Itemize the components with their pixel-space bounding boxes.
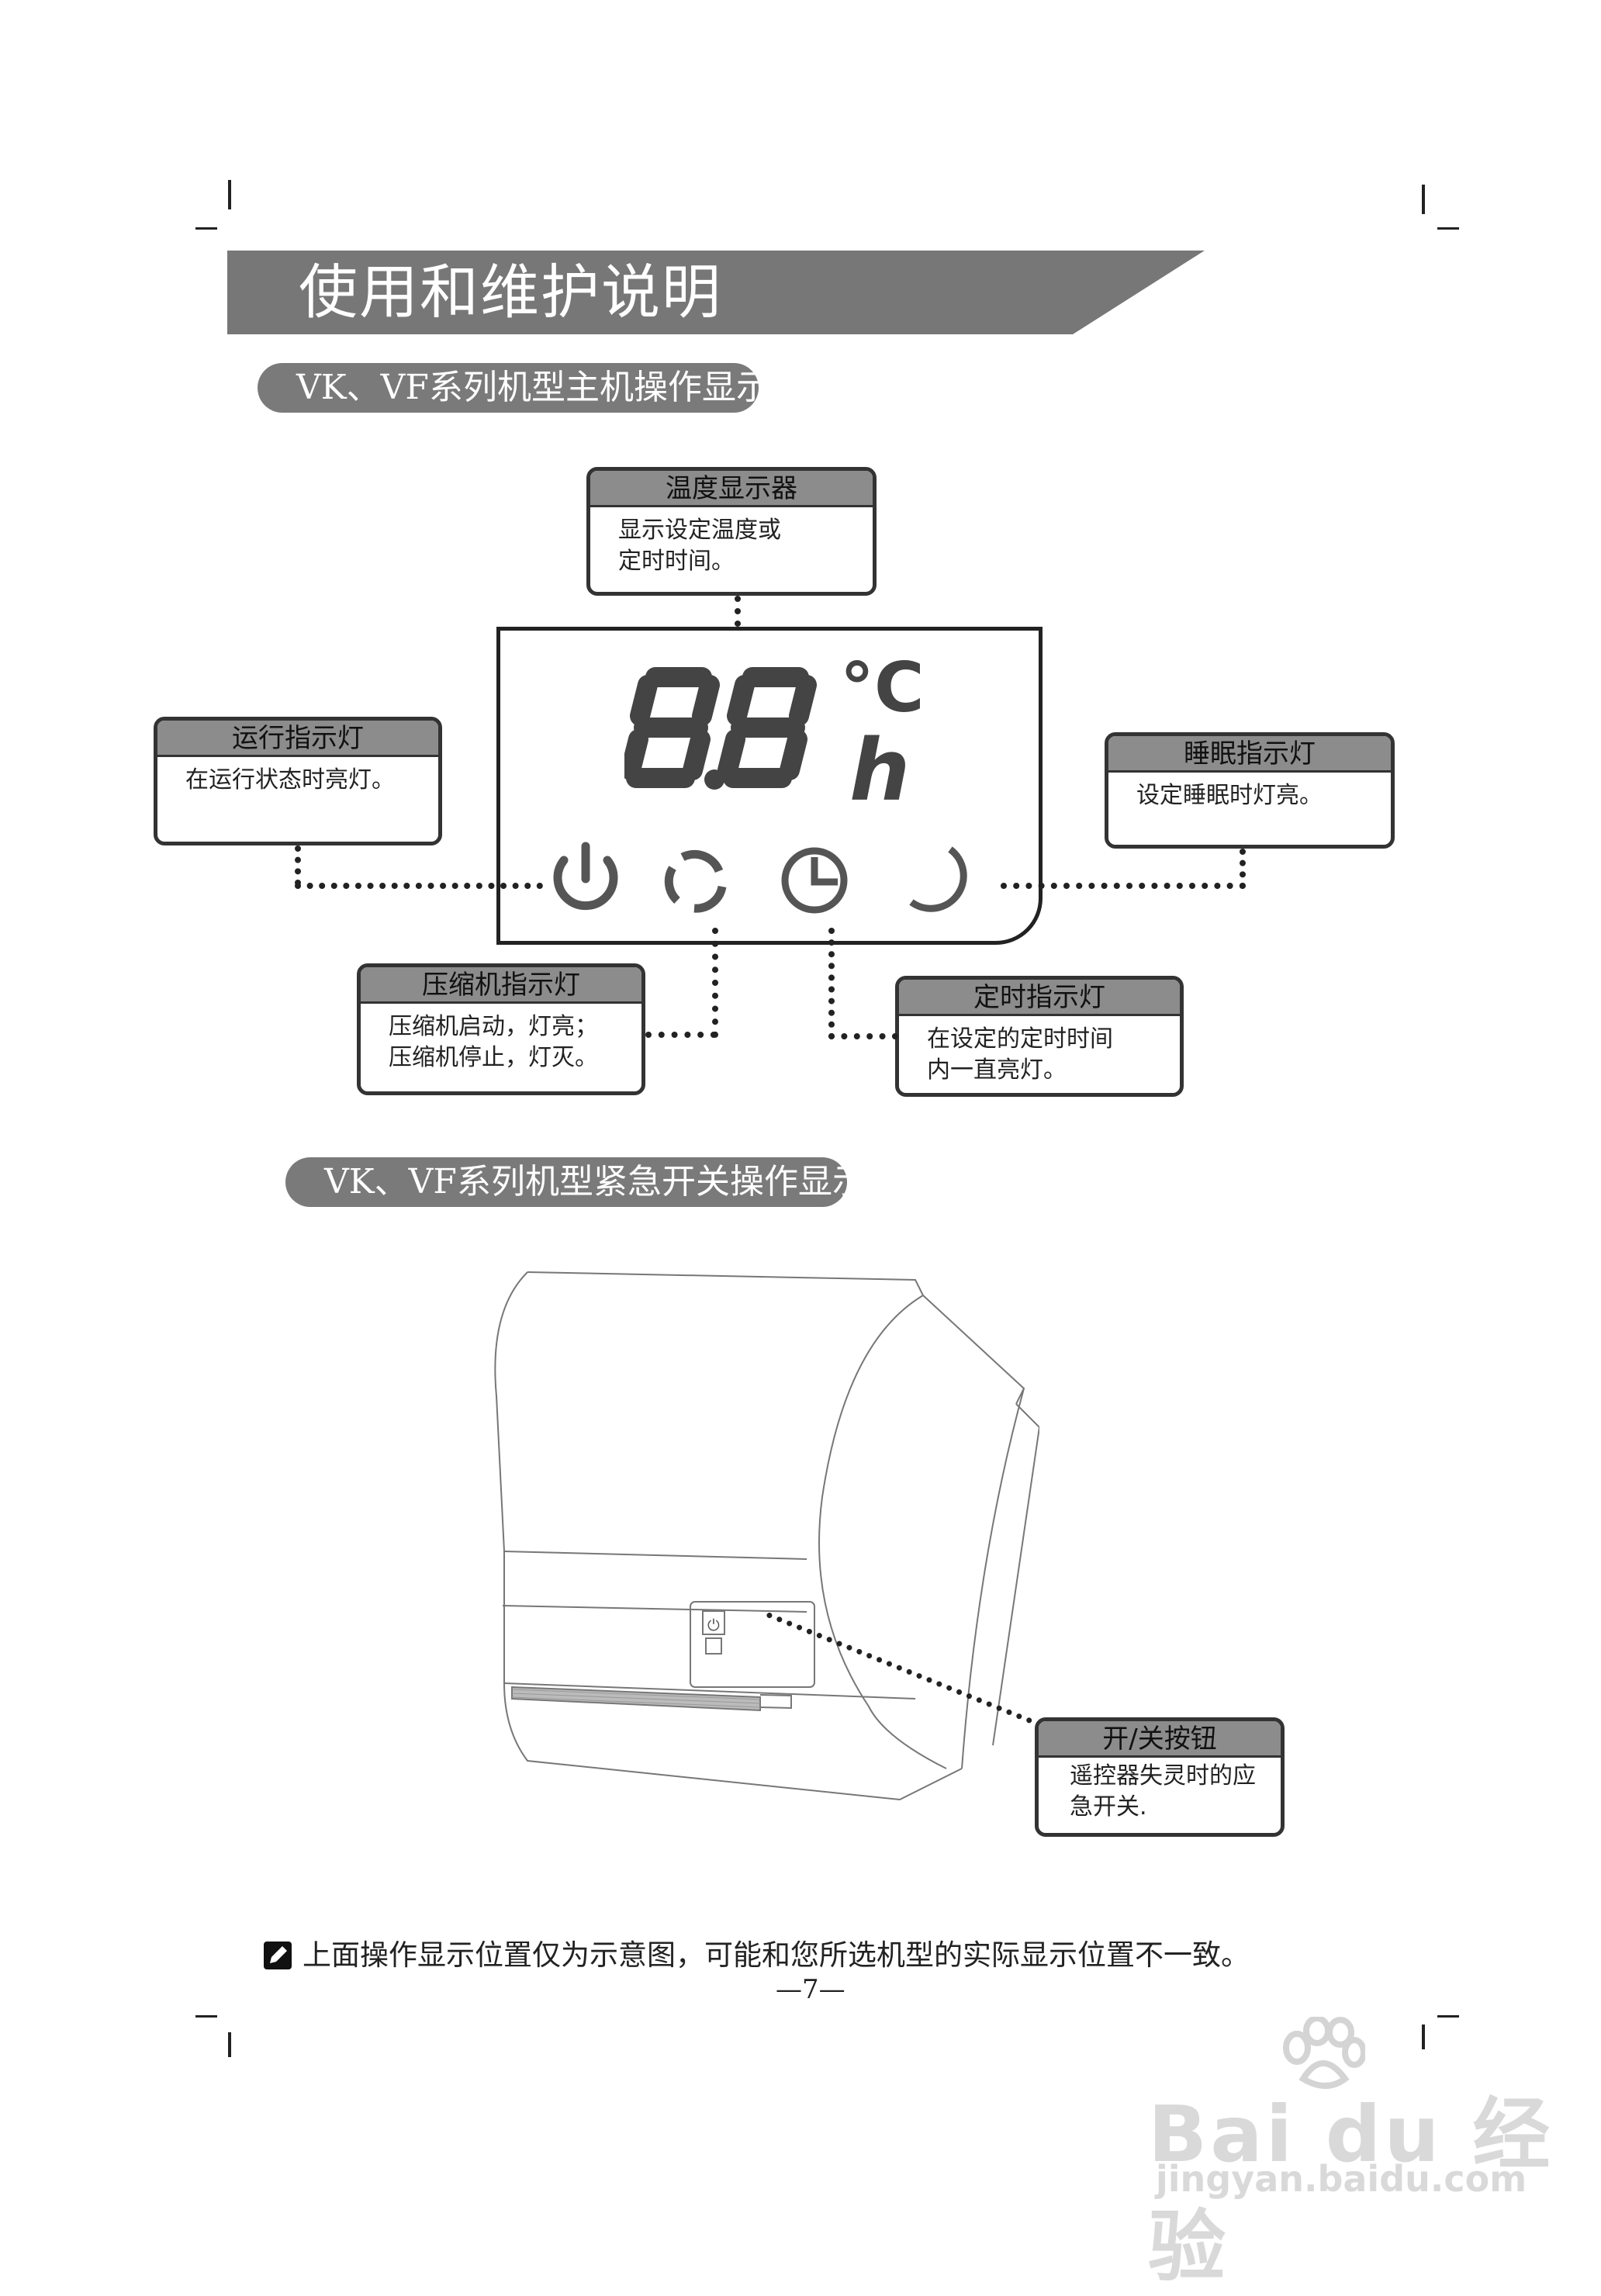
paw-logo-watermark bbox=[1283, 2017, 1365, 2089]
seven-segment-display bbox=[624, 667, 817, 790]
callout-line: 压缩机启动，灯亮； bbox=[389, 1013, 598, 1040]
air-conditioner-drawing: ⏻ bbox=[494, 1271, 1039, 1801]
timer-icon bbox=[781, 847, 848, 914]
vent-grille bbox=[511, 1689, 761, 1708]
crop-mark bbox=[1422, 185, 1425, 214]
control-panel: °C h bbox=[496, 627, 1043, 945]
watermark-url: jingyan.baidu.com bbox=[1156, 2158, 1527, 2200]
leader-line bbox=[712, 928, 718, 1038]
compressor-icon bbox=[664, 849, 727, 913]
callout-title: 开/关按钮 bbox=[1039, 1721, 1281, 1758]
title-banner bbox=[227, 251, 1205, 334]
callout-title: 定时指示灯 bbox=[899, 980, 1180, 1016]
celsius-unit: °C bbox=[840, 648, 925, 728]
callout-line: 压缩机停止，灯灭。 bbox=[389, 1044, 598, 1071]
callout-line: 在运行状态时亮灯。 bbox=[185, 766, 395, 794]
callout-line: 急开关. bbox=[1070, 1793, 1147, 1821]
crop-mark bbox=[195, 2015, 217, 2018]
callout-temp-display: 温度显示器 显示设定温度或 定时时间。 bbox=[586, 467, 877, 596]
hour-unit: h bbox=[849, 721, 911, 820]
footnote-text: 上面操作显示位置仅为示意图，可能和您所选机型的实际显示位置不一致。 bbox=[303, 1938, 1250, 1972]
callout-title: 睡眠指示灯 bbox=[1108, 736, 1391, 773]
crop-mark bbox=[228, 2032, 231, 2057]
callout-compressor-light: 压缩机指示灯 压缩机启动，灯亮； 压缩机停止，灯灭。 bbox=[357, 963, 645, 1095]
callout-sleep-light: 睡眠指示灯 设定睡眠时灯亮。 bbox=[1105, 732, 1395, 849]
callout-line: 内一直亮灯。 bbox=[927, 1056, 1067, 1084]
moon-icon bbox=[909, 846, 967, 912]
crop-mark bbox=[228, 180, 231, 209]
callout-line: 定时时间。 bbox=[618, 548, 735, 575]
power-icon: ⏻ bbox=[707, 1616, 720, 1634]
section2-title: VK、VF系列机型紧急开关操作显示 bbox=[285, 1157, 866, 1207]
indicator-icons bbox=[553, 842, 967, 914]
callout-line: 遥控器失灵时的应 bbox=[1070, 1762, 1256, 1789]
crop-mark bbox=[1437, 227, 1459, 230]
leader-line bbox=[1001, 883, 1246, 889]
pencil-icon bbox=[264, 1942, 292, 1969]
callout-timer-light: 定时指示灯 在设定的定时时间 内一直亮灯。 bbox=[895, 976, 1184, 1097]
crop-mark bbox=[195, 227, 217, 230]
crop-mark bbox=[1437, 2015, 1459, 2018]
callout-line: 设定睡眠时灯亮。 bbox=[1136, 782, 1323, 809]
callout-title: 运行指示灯 bbox=[157, 721, 438, 757]
callout-power-button: 开/关按钮 遥控器失灵时的应 急开关. bbox=[1035, 1717, 1285, 1837]
leader-line bbox=[828, 1033, 898, 1039]
leader-line bbox=[645, 1032, 717, 1038]
callout-line: 显示设定温度或 bbox=[618, 517, 781, 544]
leader-line bbox=[1240, 849, 1246, 889]
callout-title: 压缩机指示灯 bbox=[361, 967, 641, 1004]
callout-line: 在设定的定时时间 bbox=[927, 1025, 1113, 1053]
leader-line bbox=[295, 845, 301, 886]
footnote: 上面操作显示位置仅为示意图，可能和您所选机型的实际显示位置不一致。 bbox=[264, 1931, 1250, 1973]
section1-title: VK、VF系列机型主机操作显示 bbox=[258, 363, 770, 413]
watermark-brand: Bai du 经验 bbox=[1148, 2089, 1554, 2292]
leader-line bbox=[828, 928, 835, 1039]
page-number: —7— bbox=[776, 1974, 845, 2005]
leader-line bbox=[735, 596, 741, 627]
callout-title: 温度显示器 bbox=[590, 471, 873, 507]
callout-run-light: 运行指示灯 在运行状态时亮灯。 bbox=[154, 717, 442, 845]
leader-line bbox=[295, 883, 543, 889]
crop-mark bbox=[1422, 2025, 1425, 2049]
page-title: 使用和维护说明 bbox=[299, 258, 722, 327]
power-icon bbox=[553, 842, 618, 911]
